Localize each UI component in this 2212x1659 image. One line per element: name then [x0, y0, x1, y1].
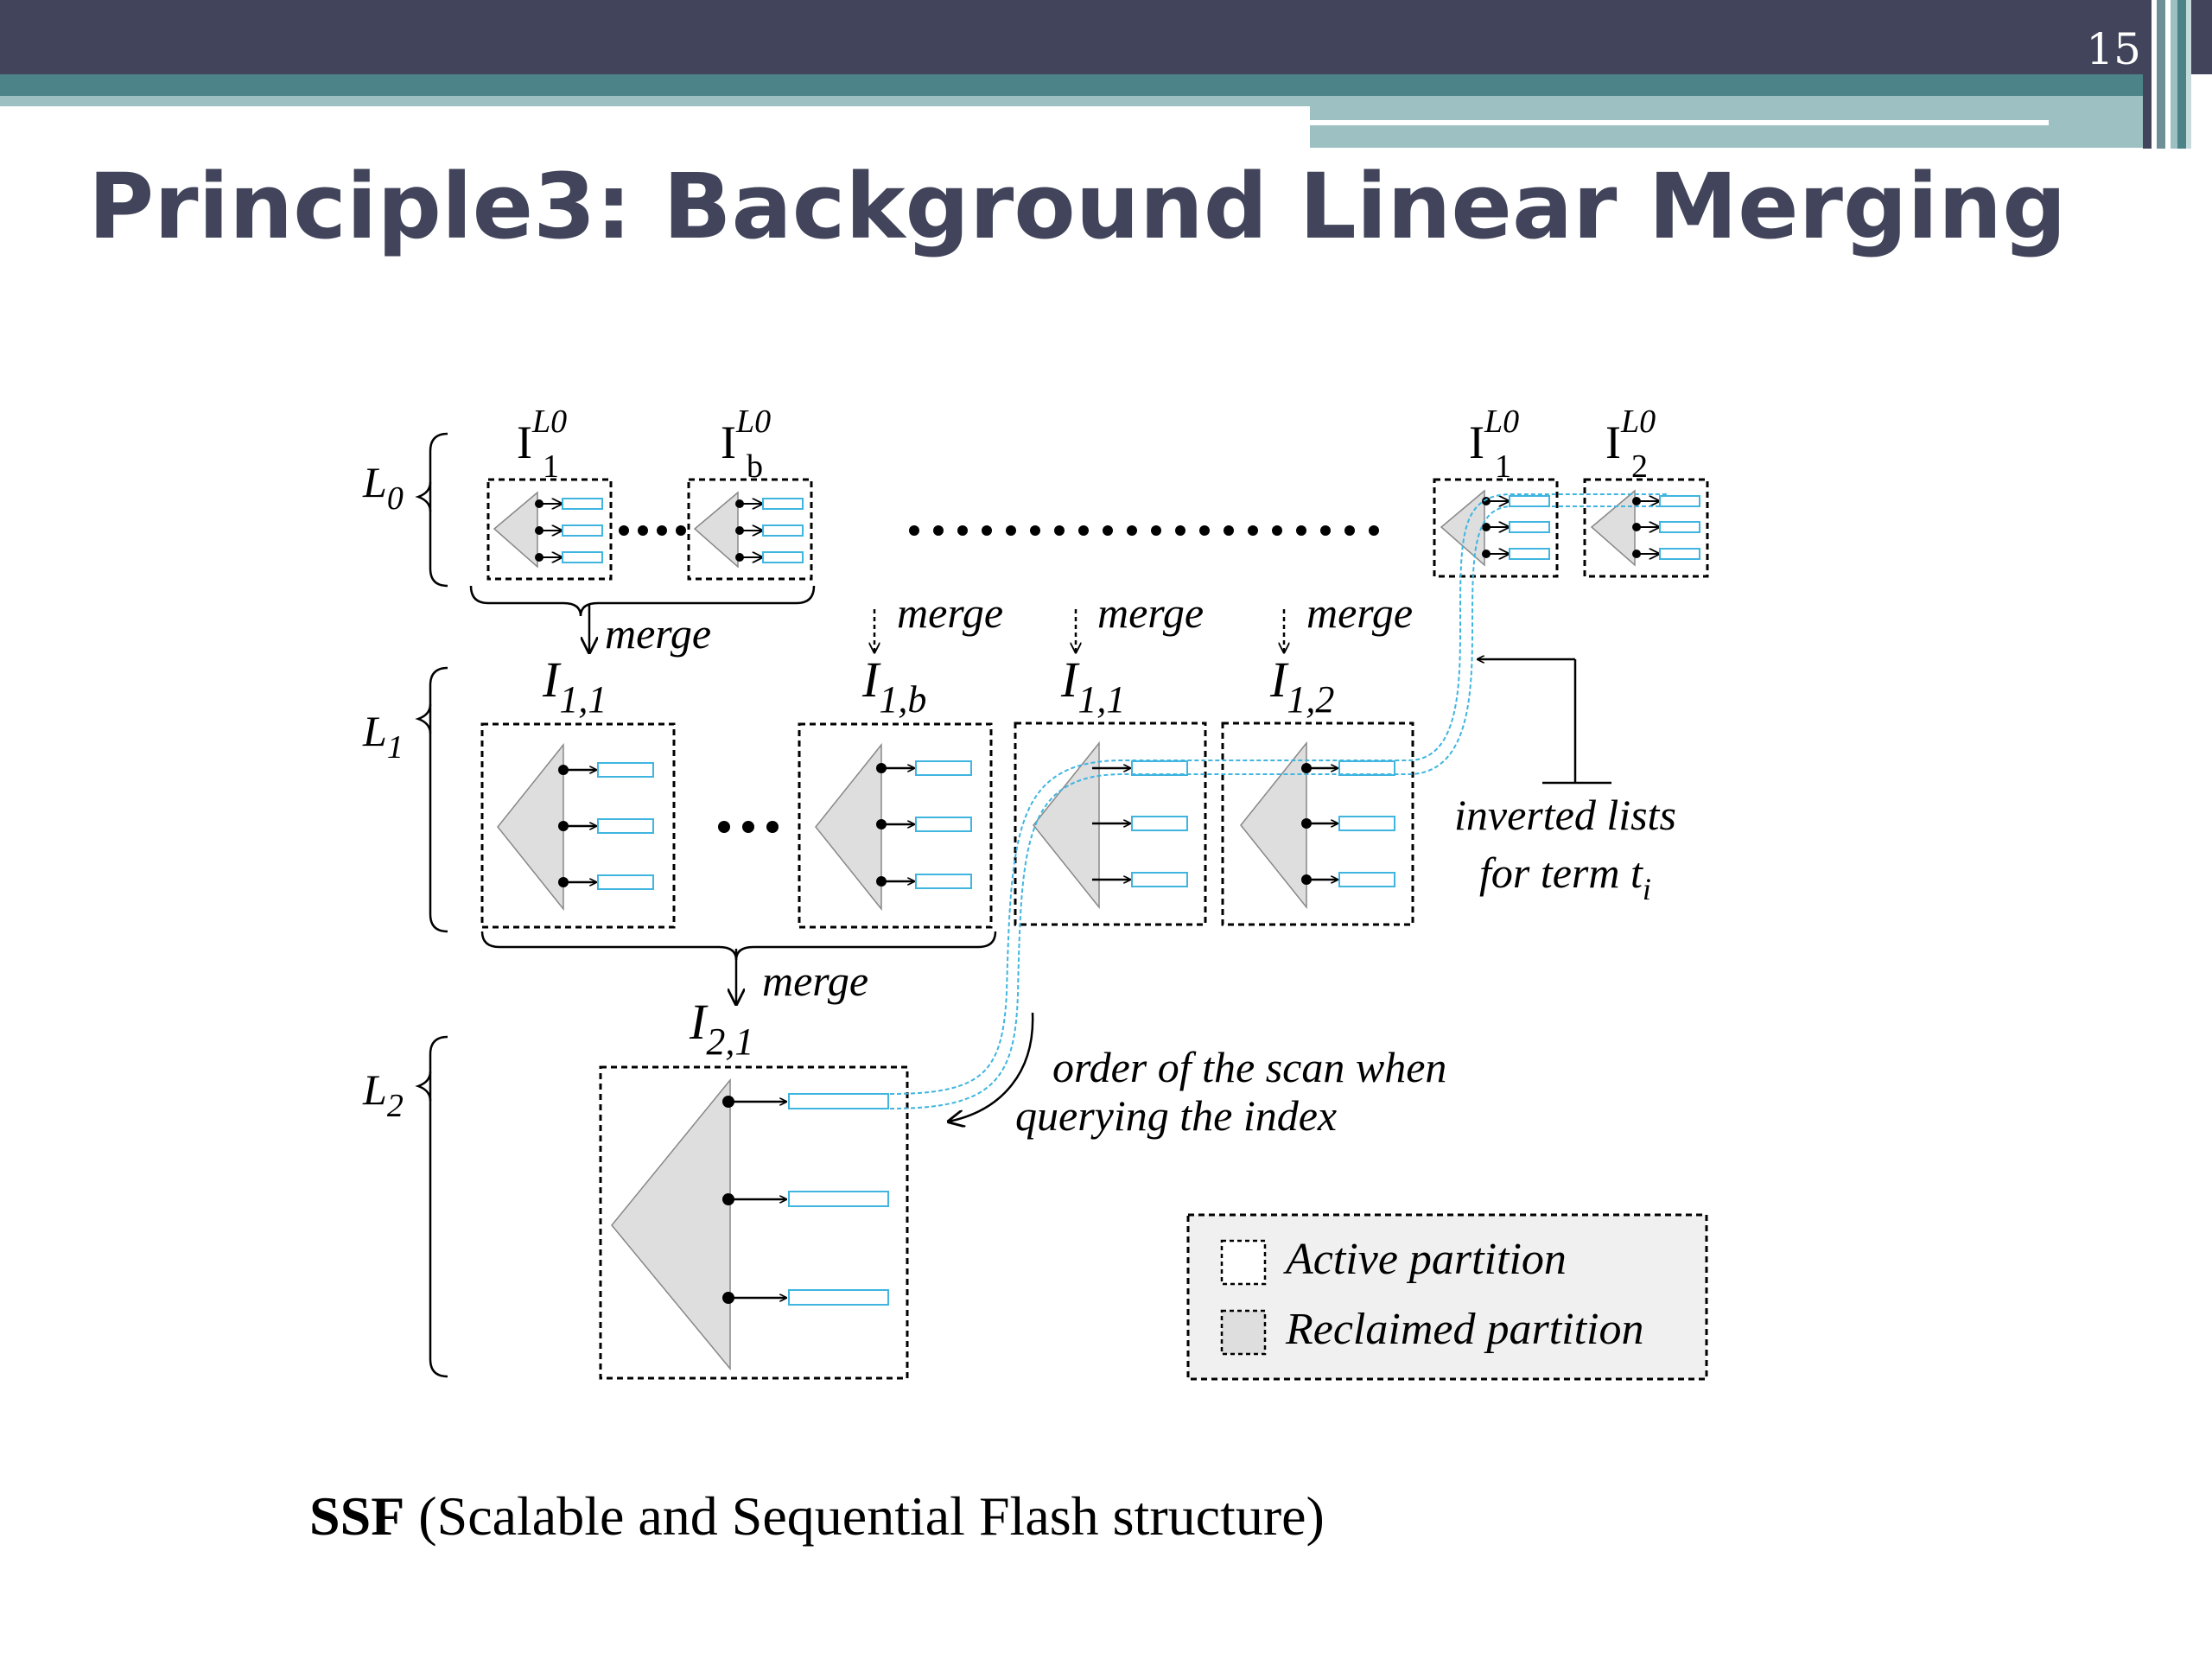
inverted-lists-line2: for term ti: [1479, 849, 1651, 906]
l1-label-1b: I1,b: [861, 652, 926, 721]
l1-ellipsis: [718, 821, 779, 833]
scan-path: [889, 493, 1668, 1109]
l2-partition-21: [599, 1065, 909, 1380]
level-label-l0: L0: [362, 458, 404, 517]
level-brace-l0: [415, 432, 448, 588]
l0-partition-2-right: [1583, 478, 1709, 578]
legend: Active partition Reclaimed partition: [1186, 1213, 1708, 1381]
scan-order-line1: order of the scan when: [1052, 1043, 1446, 1091]
l1-partition-11-right: [1014, 721, 1207, 926]
level-brace-l2: [415, 1035, 448, 1378]
l1-label-11-right: I1,1: [1060, 652, 1125, 721]
l0-partition-1: [486, 478, 613, 581]
level-label-l1: L1: [362, 707, 404, 766]
l0-merge-brace: [469, 585, 816, 617]
accent-line: [1310, 120, 2049, 125]
scan-order-line2: querying the index: [1015, 1091, 1337, 1140]
merge-label-12: merge: [1306, 588, 1413, 637]
l1-label-12: I1,2: [1269, 652, 1334, 721]
slide-number: 15: [2086, 24, 2141, 74]
level-label-l2: L2: [362, 1065, 404, 1124]
legend-reclaimed-swatch: [1220, 1309, 1267, 1356]
l0-long-ellipsis: [909, 525, 1379, 536]
l1-partition-11: [480, 722, 676, 929]
legend-reclaimed-label: Reclaimed partition: [1285, 1305, 1643, 1354]
legend-active-swatch: [1220, 1239, 1267, 1286]
l1-partition-12: [1221, 721, 1414, 926]
scan-order-arrow: [949, 1012, 1034, 1122]
l0-ellipsis-1: [619, 525, 686, 536]
l1-label-11: I1,1: [542, 652, 607, 721]
l2-label-21: I2,1: [689, 994, 753, 1063]
teal-band: [0, 74, 2169, 96]
caption-rest: (Scalable and Sequential Flash structure…: [404, 1485, 1325, 1547]
merge-label-1b: merge: [897, 588, 1003, 637]
merge-label-11-right: merge: [1097, 588, 1204, 637]
slide-caption: SSF (Scalable and Sequential Flash struc…: [309, 1484, 1325, 1548]
caption-bold: SSF: [309, 1485, 405, 1547]
slide-title: Principle3: Background Linear Merging: [88, 154, 2067, 259]
inverted-lists-line1: inverted lists: [1454, 791, 1676, 839]
edge-strips: [2143, 0, 2212, 149]
legend-active-label: Active partition: [1283, 1235, 1567, 1284]
inverted-lists-pointer: [1478, 659, 1611, 785]
merge-label-l1: merge: [762, 957, 868, 1005]
l0-partition-b: [687, 478, 813, 581]
level-brace-l1: [415, 666, 448, 933]
merge-label-l0: merge: [605, 609, 711, 658]
l1-merge-brace: [480, 931, 997, 961]
title-bar: [0, 0, 2212, 74]
l1-partition-1b: [798, 722, 993, 929]
teal-light-band: [0, 96, 1310, 106]
